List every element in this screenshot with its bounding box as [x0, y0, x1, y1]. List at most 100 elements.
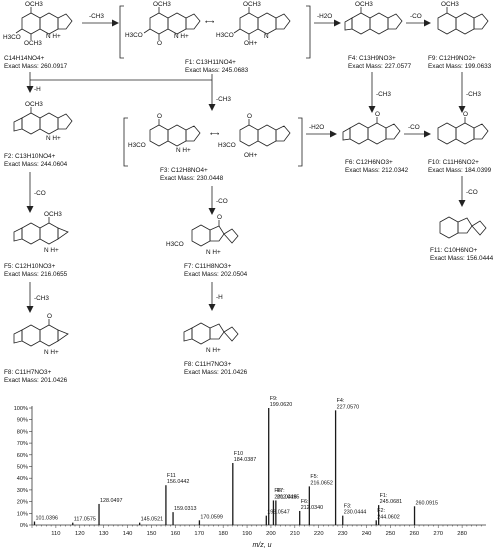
peak-label-line: 145.0521	[141, 517, 163, 523]
compound-f10-mass: Exact Mass: 184.0399	[428, 167, 492, 174]
fragmentation-scheme: OCH3 H3CO OCH3 N H+ C14H14NO4+ Exact Mas…	[3, 1, 494, 384]
structure-f8a-nh: N H+	[44, 349, 59, 356]
structure-f11	[439, 216, 487, 239]
y-axis: 0%10%20%30%40%50%60%70%80%90%100%	[14, 406, 33, 529]
y-tick-label: 100%	[14, 406, 28, 412]
peak-label: 260.0915	[416, 500, 438, 506]
y-tick-label: 30%	[17, 488, 28, 494]
loss-f4-f6: -CH3	[376, 91, 391, 98]
structure-f3b-o: O	[247, 113, 252, 120]
loss-f3-f6: -H2O	[309, 124, 324, 131]
peak-label: F1:245.0681	[380, 493, 402, 505]
peak-label-line: 216.0652	[310, 480, 332, 486]
structure-f1b-n: N	[264, 33, 269, 40]
peak-label: 117.0575	[74, 517, 96, 523]
structure-f1a-och3: OCH3	[153, 1, 171, 8]
loss-f2-f5: -CO	[34, 190, 46, 197]
y-tick-label: 50%	[17, 465, 28, 471]
peak-label-line: 201.0416	[274, 494, 296, 500]
peak-label-line: 230.0444	[344, 510, 366, 516]
x-tick-label: 130	[99, 531, 109, 537]
structure-f7-nh: N H+	[206, 249, 221, 256]
structure-f3a	[149, 119, 201, 147]
peak-label: F7:202.0495	[277, 488, 299, 500]
peak-label: 128.0497	[100, 498, 122, 504]
loss-f1-f3: -CH3	[216, 96, 231, 103]
loss-f5-f8: -CH3	[34, 295, 49, 302]
structure-m-och3: OCH3	[25, 1, 43, 8]
peak-label-line: F10	[234, 451, 243, 457]
peak-label: 159.0313	[174, 506, 196, 512]
structure-f4-och3: OCH3	[355, 1, 373, 8]
loss-f3-f7: -CO	[216, 198, 228, 205]
x-tick-label: 210	[290, 531, 300, 537]
x-tick-label: 170	[194, 531, 204, 537]
x-tick-label: 190	[242, 531, 252, 537]
peak-label-line: F8:	[274, 488, 282, 494]
compound-f4-mass: Exact Mass: 227.0577	[348, 63, 412, 70]
structure-f3b-oh: OH+	[244, 152, 258, 159]
compound-f9-mass: Exact Mass: 199.0633	[428, 63, 492, 70]
peak-label: F5:216.0652	[310, 474, 332, 486]
peak-label-line: F6:	[301, 499, 309, 505]
structure-f3b	[239, 119, 291, 147]
structure-f7-o: O	[217, 214, 222, 221]
compound-f5-mass: Exact Mass: 216.0655	[4, 271, 68, 278]
x-tick-label: 140	[123, 531, 133, 537]
y-tick-label: 80%	[17, 429, 28, 435]
loss-f10-f11: -CO	[466, 189, 478, 196]
structure-f5-nh: N H+	[44, 247, 59, 254]
structure-f7	[191, 220, 239, 247]
compound-f11-formula: F11: C10H6NO+	[430, 247, 478, 254]
y-tick-label: 20%	[17, 500, 28, 506]
structure-f3a-nh: N H+	[176, 147, 191, 154]
compound-m-mass: Exact Mass: 260.0917	[4, 63, 68, 70]
structure-f10	[437, 117, 489, 145]
bracket-f3-right	[298, 117, 303, 167]
bracket-f3-left	[123, 117, 128, 167]
structure-f1b-och3: OCH3	[243, 1, 261, 8]
compound-f1-mass: Exact Mass: 245.0683	[185, 67, 249, 74]
structure-f2	[13, 107, 73, 135]
resonance-arrow-f3: ⟷	[210, 131, 219, 138]
structure-f8a-o: O	[47, 313, 52, 320]
compound-f4-formula: F4: C13H9NO3+	[348, 55, 396, 62]
x-tick-label: 270	[433, 531, 443, 537]
y-tick-label: 90%	[17, 418, 28, 424]
peak-label-line: 159.0313	[174, 506, 196, 512]
structure-f1a-nh: N H+	[174, 33, 189, 40]
loss-f1-f4: -H2O	[317, 13, 332, 20]
peak-label-line: 212.0340	[301, 505, 323, 511]
x-tick-label: 110	[51, 531, 60, 537]
loss-f4-f9: -CO	[410, 13, 422, 20]
compound-f1-formula: F1: C13H11NO4+	[185, 59, 236, 66]
y-tick-label: 0%	[20, 523, 28, 529]
peak-label-line: F4:	[337, 398, 345, 404]
peak-label-line: F7:	[277, 488, 285, 494]
peak-label-line: F1:	[380, 493, 388, 499]
y-tick-label: 60%	[17, 453, 28, 459]
structure-f1a-o: O	[157, 40, 162, 47]
peak-label-line: 101.0396	[35, 515, 57, 521]
loss-m-f1: -CH3	[89, 13, 104, 20]
structure-f1b	[233, 7, 291, 40]
structure-f1b-h3co: H3CO	[216, 32, 234, 39]
structure-f1a-h3co: H3CO	[125, 32, 143, 39]
compound-f2-mass: Exact Mass: 244.0604	[4, 161, 68, 168]
y-tick-label: 10%	[17, 511, 28, 517]
compound-f5-formula: F5: C12H10NO3+	[4, 263, 56, 270]
structure-f7-h3co: H3CO	[166, 241, 184, 248]
compound-f10-formula: F10: C11H6NO2+	[428, 159, 479, 166]
peak-label: 170.0599	[200, 514, 222, 520]
structure-f9	[437, 7, 489, 35]
loss-f9-f10: -CH3	[466, 91, 481, 98]
structure-f3b-h3co: H3CO	[218, 142, 236, 149]
x-tick-label: 240	[362, 531, 372, 537]
bracket-f1-right	[306, 5, 311, 59]
x-tick-label: 200	[266, 531, 276, 537]
